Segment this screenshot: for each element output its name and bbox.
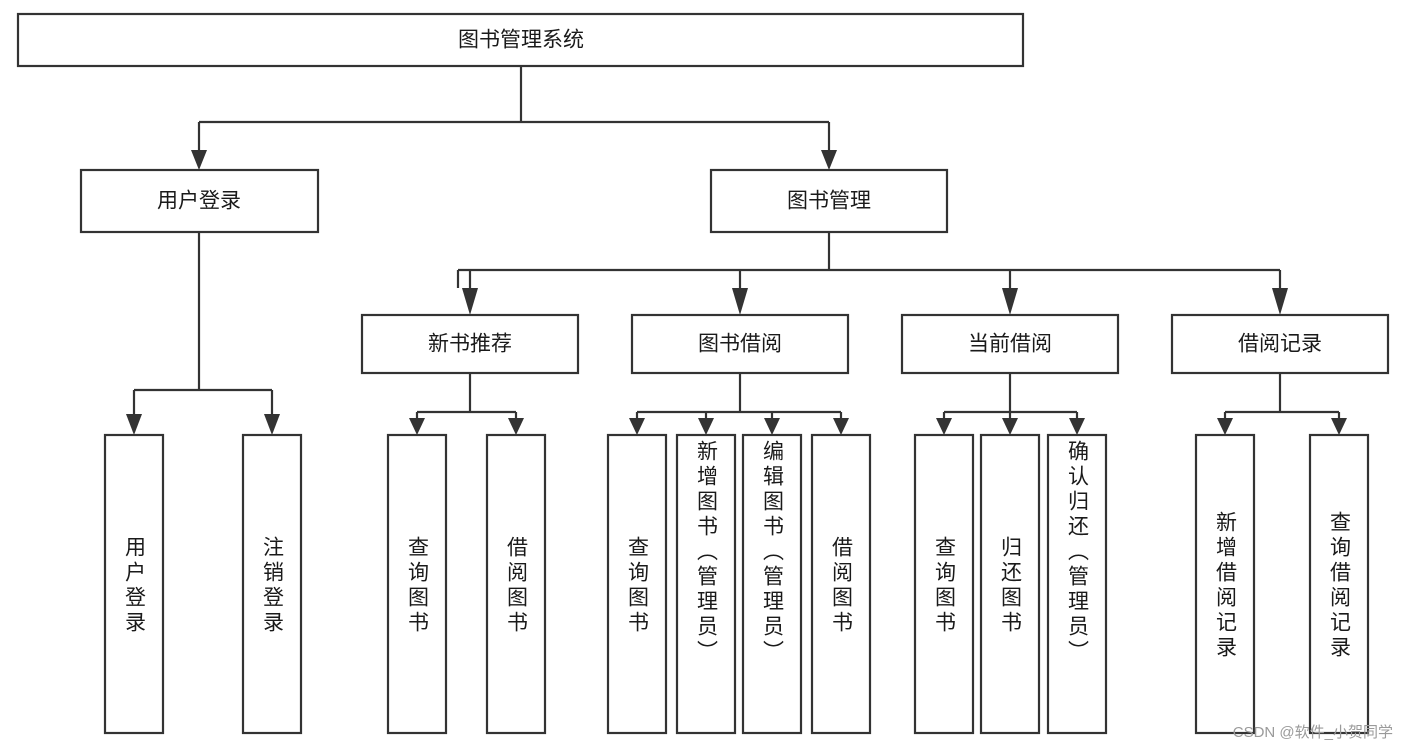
node-book-borrow-label: 图书借阅 [698, 333, 782, 356]
arrow-leaf-borrow-book-1 [508, 418, 524, 435]
arrow-leaf-user-login [126, 414, 142, 435]
node-leaf-confirm-return-label: 确认归还（管理员） [1065, 440, 1089, 665]
node-current-borrow[interactable]: 当前借阅 [900, 313, 1120, 375]
arrow-leaf-query-book-2 [629, 418, 645, 435]
node-leaf-return-book-label: 归还图书 [998, 536, 1022, 636]
arrow-leaf-user-logout [264, 414, 280, 435]
arrow-to-user-login [191, 150, 207, 170]
node-leaf-query-book-3-label: 查询图书 [932, 536, 956, 636]
arrow-leaf-edit-book [764, 418, 780, 435]
node-leaf-user-logout[interactable]: 注销登录 [241, 433, 303, 735]
node-book-manage-label: 图书管理 [787, 190, 871, 213]
node-borrow-record[interactable]: 借阅记录 [1170, 313, 1390, 375]
edge-layer [126, 66, 1347, 435]
node-leaf-edit-book-label: 编辑图书（管理员） [760, 440, 784, 665]
node-new-book-recommend-label: 新书推荐 [428, 333, 512, 356]
node-current-borrow-label: 当前借阅 [968, 333, 1052, 356]
node-leaf-query-book-2-label: 查询图书 [625, 536, 649, 636]
node-leaf-user-login-label: 用户登录 [122, 536, 146, 636]
arrow-to-new-book-recommend [462, 288, 478, 315]
arrow-leaf-borrow-book-2 [833, 418, 849, 435]
arrow-leaf-confirm-return [1069, 418, 1085, 435]
node-leaf-add-record-label: 新增借阅记录 [1213, 511, 1237, 661]
node-leaf-return-book[interactable]: 归还图书 [979, 433, 1041, 735]
node-leaf-query-book-3[interactable]: 查询图书 [913, 433, 975, 735]
node-layer: 图书管理系统 用户登录 图书管理 新书推荐 图书借阅 当前 [16, 12, 1390, 735]
node-leaf-query-record-label: 查询借阅记录 [1327, 511, 1351, 661]
node-book-manage[interactable]: 图书管理 [709, 168, 949, 234]
node-leaf-add-book-label: 新增图书（管理员） [694, 440, 718, 665]
node-leaf-query-book-1[interactable]: 查询图书 [386, 433, 448, 735]
node-root[interactable]: 图书管理系统 [16, 12, 1025, 68]
node-leaf-query-record[interactable]: 查询借阅记录 [1308, 433, 1370, 735]
arrow-to-borrow-record [1272, 288, 1288, 315]
node-leaf-user-logout-label: 注销登录 [260, 536, 284, 636]
arrow-leaf-return-book [1002, 418, 1018, 435]
node-leaf-add-book[interactable]: 新增图书（管理员） [675, 433, 737, 735]
node-leaf-add-record[interactable]: 新增借阅记录 [1194, 433, 1256, 735]
node-leaf-edit-book[interactable]: 编辑图书（管理员） [741, 433, 803, 735]
arrow-leaf-query-book-3 [936, 418, 952, 435]
arrow-leaf-add-book [698, 418, 714, 435]
node-book-borrow[interactable]: 图书借阅 [630, 313, 850, 375]
node-leaf-borrow-book-1[interactable]: 借阅图书 [485, 433, 547, 735]
arrow-leaf-query-record [1331, 418, 1347, 435]
node-leaf-query-book-2[interactable]: 查询图书 [606, 433, 668, 735]
node-leaf-borrow-book-2[interactable]: 借阅图书 [810, 433, 872, 735]
node-user-login[interactable]: 用户登录 [79, 168, 320, 234]
arrow-leaf-query-book-1 [409, 418, 425, 435]
node-leaf-borrow-book-2-label: 借阅图书 [829, 536, 853, 636]
node-borrow-record-label: 借阅记录 [1238, 333, 1322, 356]
node-new-book-recommend[interactable]: 新书推荐 [360, 313, 580, 375]
node-leaf-user-login[interactable]: 用户登录 [103, 433, 165, 735]
node-leaf-query-book-1-label: 查询图书 [405, 536, 429, 636]
arrow-to-current-borrow [1002, 288, 1018, 315]
node-root-label: 图书管理系统 [458, 29, 584, 52]
watermark-text: CSDN @软件_小贺同学 [1232, 724, 1393, 741]
node-leaf-confirm-return[interactable]: 确认归还（管理员） [1046, 433, 1108, 735]
arrow-to-book-borrow [732, 288, 748, 315]
node-user-login-label: 用户登录 [157, 190, 241, 213]
arrow-to-book-manage [821, 150, 837, 170]
arrow-leaf-add-record [1217, 418, 1233, 435]
node-leaf-borrow-book-1-label: 借阅图书 [504, 536, 528, 636]
